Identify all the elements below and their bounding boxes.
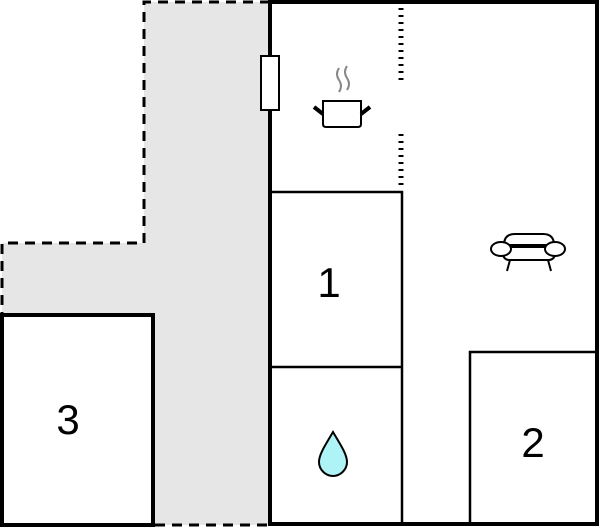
- main-building: [268, 0, 599, 526]
- sofa-icon: [490, 233, 566, 272]
- bedroom-3: [0, 313, 155, 527]
- door: [260, 55, 280, 111]
- room-label-3: 3: [56, 396, 80, 443]
- room-label-2: 2: [521, 419, 545, 466]
- water-drop-icon: [317, 430, 349, 478]
- room-label-1: 1: [317, 259, 341, 306]
- terrace: [0, 0, 270, 527]
- interior-walls: [270, 190, 597, 524]
- cooking-pot-icon: [312, 65, 372, 128]
